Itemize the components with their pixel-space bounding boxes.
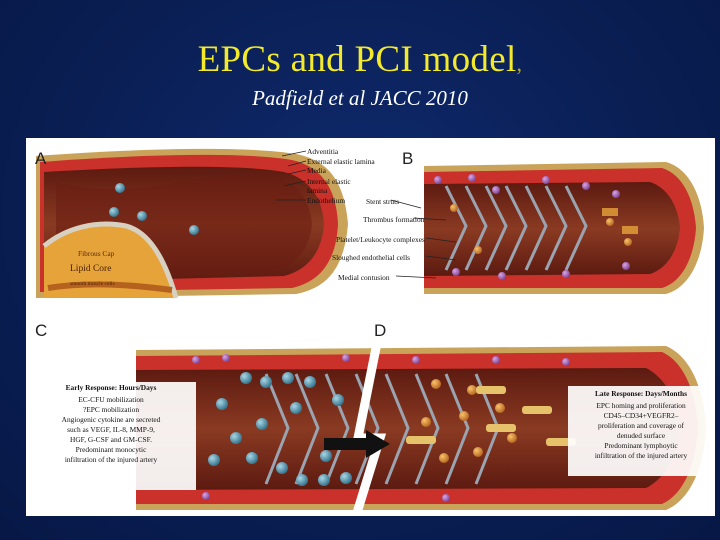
label-stent-struts: Stent struts <box>366 197 399 206</box>
late-line: infiltration of the injured artery <box>595 451 688 460</box>
label-media: Media <box>307 166 327 175</box>
panel-letter-a: A <box>35 149 47 168</box>
late-line: proliferation and coverage of <box>598 421 685 430</box>
panel-letter-d: D <box>374 321 386 340</box>
panel-b: Stent struts Thrombus formation Platelet… <box>332 149 704 294</box>
epc-cell <box>115 183 125 193</box>
label-endothelium: Endothelium <box>307 196 345 205</box>
slide-title: EPCs and PCI model, <box>0 38 720 81</box>
late-line: CD45–CD34+VEGFR2– <box>604 411 679 420</box>
slide-title-text: EPCs and PCI model <box>197 39 517 80</box>
late-line: denuded surface <box>617 431 666 440</box>
lipid-core-plaque <box>44 224 176 298</box>
late-response-box: Late Response: Days/Months EPC homing an… <box>568 386 714 476</box>
early-response-box: Early Response: Hours/Days EC-CFU mobili… <box>26 382 196 490</box>
platelets-cd <box>192 354 570 502</box>
panel-cd: C D <box>35 321 706 516</box>
stent-struts <box>444 185 588 271</box>
lipid-core-label: Lipid Core <box>70 264 111 274</box>
epc-cells-cd <box>208 372 352 486</box>
panel-letter-b: B <box>402 149 413 168</box>
early-line: EC-CFU mobilization <box>78 395 144 404</box>
early-line: HGF, G-CSF and GM-CSF. <box>70 435 152 444</box>
label-medial-contusion: Medial contusion <box>338 273 390 282</box>
fibrous-cap-label: Fibrous Cap <box>78 249 115 258</box>
epc-cell <box>109 207 119 217</box>
epc-cell <box>137 211 147 221</box>
label-thrombus-formation: Thrombus formation <box>363 215 425 224</box>
early-line: infiltration of the injured artery <box>65 455 158 464</box>
slide-title-tail: , <box>516 51 523 76</box>
label-adventitia: Adventitia <box>307 147 339 156</box>
label-lamina: lamina <box>307 186 328 195</box>
late-line: Predominant lymphoytic <box>604 441 678 450</box>
epc-cells-d <box>406 379 576 463</box>
label-sloughed-endothelial: Sloughed endothelial cells <box>332 253 410 262</box>
early-line: such as VEGF, IL-8, MMP-9, <box>67 425 155 434</box>
stent-struts-cd <box>264 373 500 485</box>
early-response-heading: Early Response: Hours/Days <box>66 383 157 392</box>
smooth-muscle-label: smooth muscle cells <box>70 281 115 287</box>
epc-cell <box>189 225 199 235</box>
panel-a: Fibrous Cap Lipid Core smooth muscle cel… <box>30 142 420 304</box>
label-external-elastic-lamina: External elastic lamina <box>307 157 375 166</box>
vessel-figure: Fibrous Cap Lipid Core smooth muscle cel… <box>26 138 715 516</box>
label-internal-elastic: Internal elastic <box>307 177 351 186</box>
progression-arrow <box>324 430 390 458</box>
late-line: EPC homing and proliferation <box>596 401 686 410</box>
vessel-figure-svg: Fibrous Cap Lipid Core smooth muscle cel… <box>26 142 714 516</box>
early-line: ?EPC mobilization <box>83 405 139 414</box>
late-response-heading: Late Response: Days/Months <box>595 389 687 398</box>
citation-subtitle: Padfield et al JACC 2010 <box>252 86 468 110</box>
early-line: Angiogenic cytokine are secreted <box>62 415 161 424</box>
panel-letter-c: C <box>35 321 47 340</box>
label-platelet-leukocyte: Platelet/Leukocyte complexes <box>336 235 425 244</box>
early-line: Predominant monocytic <box>76 445 148 454</box>
